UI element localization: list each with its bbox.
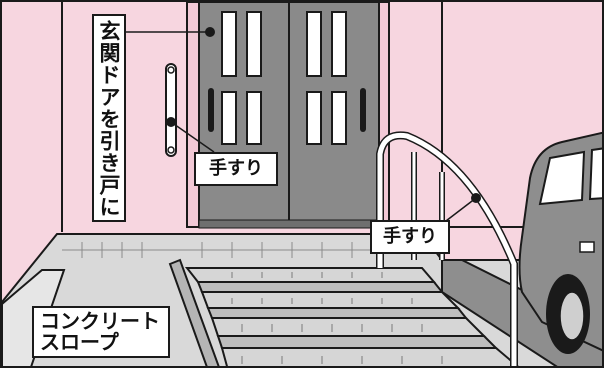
slope-curb — [168, 258, 220, 366]
label-entrance-door: 玄関ドアを引き戸に — [92, 14, 126, 222]
label-handrail-door: 手すり — [194, 152, 278, 186]
label-handrail-stairs: 手すり — [370, 220, 450, 254]
stairs — [184, 267, 519, 366]
label-concrete-slope: コンクリート スロープ — [32, 306, 170, 358]
car — [518, 131, 602, 354]
callout-lines — [126, 31, 477, 225]
entrance-door — [198, 2, 380, 229]
wall-handrail — [165, 63, 177, 157]
label-slope-line2: スロープ — [40, 330, 119, 354]
callout-dot-icon — [166, 27, 481, 203]
label-slope-line1: コンクリート — [40, 309, 160, 333]
door-pillar-left — [186, 2, 200, 228]
